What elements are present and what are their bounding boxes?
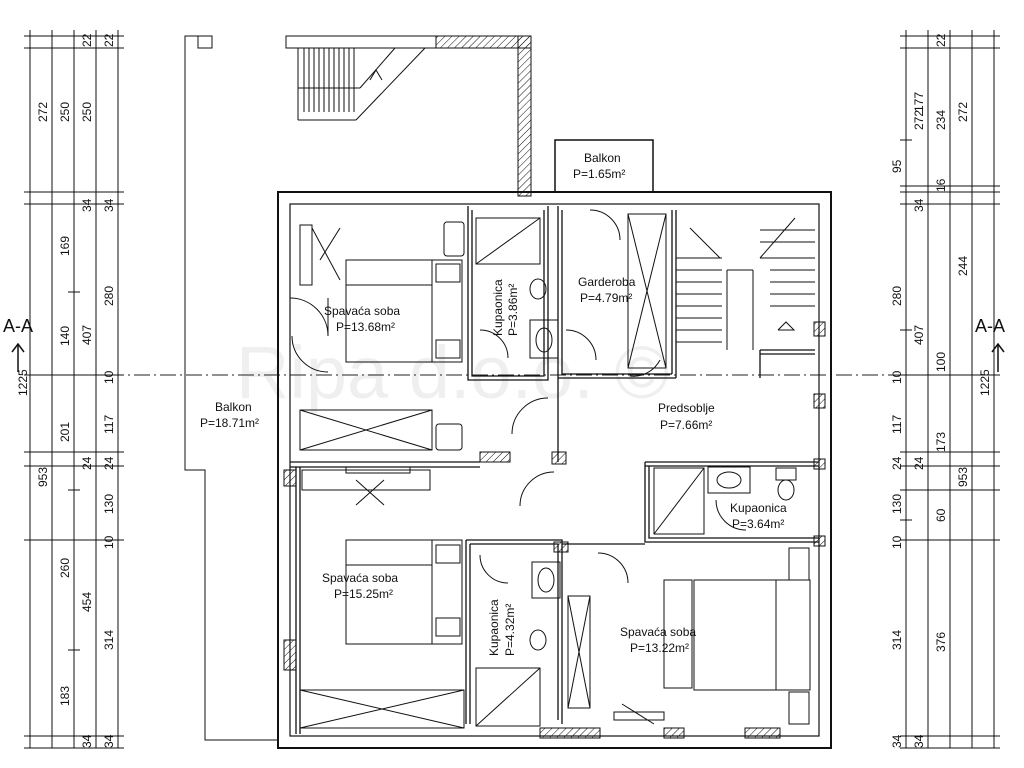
interior-walls [290,206,819,734]
svg-text:169: 169 [58,236,72,256]
svg-text:22: 22 [102,33,116,47]
kupaonica-s-area: P=4.32m² [503,604,517,656]
svg-text:34: 34 [80,198,94,212]
balkon-west-name: Balkon [215,400,252,414]
svg-text:140: 140 [58,326,72,346]
spavaca-nw-area: P=13.68m² [336,320,395,334]
svg-text:272: 272 [912,110,926,130]
svg-text:34: 34 [890,734,904,748]
svg-text:250: 250 [80,102,94,122]
structural-columns [283,321,826,739]
svg-text:953: 953 [956,467,970,487]
watermark: Ripa d.o.o. © [236,331,669,414]
balkon-west-area: P=18.71m² [200,416,259,430]
svg-text:24: 24 [102,456,116,470]
svg-text:272: 272 [956,102,970,122]
north-balcony [554,139,654,193]
svg-text:314: 314 [890,630,904,650]
svg-text:250: 250 [58,102,72,122]
svg-text:280: 280 [890,286,904,306]
north-stair [285,35,532,197]
svg-text:454: 454 [80,592,94,612]
right-dimension-lines [900,30,1000,749]
svg-text:260: 260 [58,558,72,578]
svg-text:117: 117 [890,415,904,434]
svg-text:60: 60 [934,508,948,522]
svg-text:34: 34 [80,734,94,748]
svg-text:100: 100 [934,352,948,372]
furniture [299,213,811,729]
svg-text:201: 201 [58,422,72,442]
svg-text:A-A: A-A [3,316,33,336]
svg-text:234: 234 [934,110,948,130]
balkon-top-name: Balkon [584,151,621,165]
svg-text:34: 34 [912,734,926,748]
doors [289,209,747,584]
svg-text:24: 24 [912,456,926,470]
kupaonica-e-area: P=3.64m² [732,517,784,531]
garderoba-area: P=4.79m² [580,291,632,305]
svg-text:177: 177 [912,92,926,112]
svg-text:407: 407 [912,325,926,345]
svg-text:130: 130 [890,494,904,514]
kupaonica-n-area: P=3.86m² [506,284,520,336]
svg-text:407: 407 [80,325,94,345]
svg-text:130: 130 [102,494,116,514]
predsoblje-area: P=7.66m² [660,418,712,432]
section-marker-right: A-A [975,316,1005,372]
garderoba-name: Garderoba [578,275,636,289]
svg-text:1225: 1225 [16,369,30,396]
svg-text:244: 244 [956,256,970,276]
kupaonica-e-name: Kupaonica [730,501,787,515]
svg-text:24: 24 [890,456,904,470]
svg-text:953: 953 [36,467,50,487]
svg-text:22: 22 [80,33,94,47]
svg-text:117: 117 [102,415,116,434]
svg-text:34: 34 [912,198,926,212]
svg-text:314: 314 [102,630,116,650]
svg-text:16: 16 [934,178,948,192]
east-stair [676,217,815,350]
svg-text:95: 95 [890,159,904,173]
kupaonica-n-name: Kupaonica [491,279,505,336]
section-marker-left: A-A [3,316,33,372]
svg-text:10: 10 [102,535,116,549]
svg-text:34: 34 [102,198,116,212]
svg-text:272: 272 [36,102,50,122]
svg-text:376: 376 [934,632,948,652]
svg-text:183: 183 [58,686,72,706]
right-dimension-values: 177 95 244 100 173 60 376 272 280 10 117… [890,33,992,748]
svg-text:10: 10 [890,370,904,384]
svg-text:34: 34 [102,734,116,748]
svg-text:22: 22 [934,33,948,47]
svg-text:1225: 1225 [978,369,992,396]
kupaonica-s-name: Kupaonica [487,599,501,656]
spavaca-se-area: P=13.22m² [630,641,689,655]
spavaca-nw-name: Spavaća soba [324,304,400,318]
balkon-top-area: P=1.65m² [573,167,625,181]
west-balcony-outline [184,35,278,741]
bathroom-fixtures [475,217,797,727]
spavaca-sw-area: P=15.25m² [334,587,393,601]
svg-text:A-A: A-A [975,316,1005,336]
svg-text:10: 10 [102,370,116,384]
svg-text:280: 280 [102,286,116,306]
left-dimension-values: 272 1225 953 250 407 454 250 169 140 201… [16,33,116,748]
left-dimension-lines [24,30,124,749]
spavaca-se-name: Spavaća soba [620,625,696,639]
svg-text:173: 173 [934,432,948,452]
svg-text:24: 24 [80,456,94,470]
spavaca-sw-name: Spavaća soba [322,571,398,585]
predsoblje-name: Predsoblje [658,401,715,415]
svg-text:10: 10 [890,535,904,549]
